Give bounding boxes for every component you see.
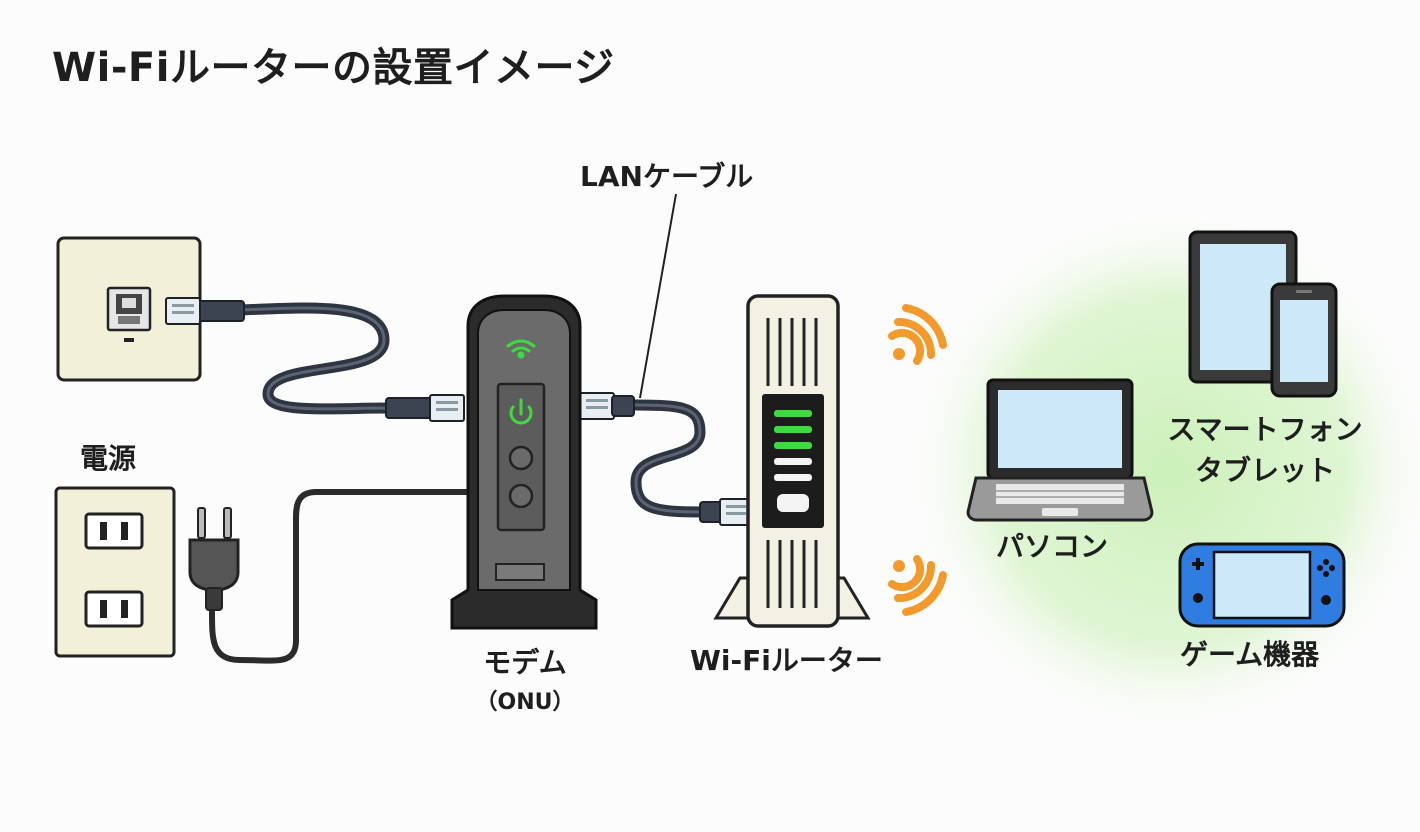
page-title: Wi-Fiルーターの設置イメージ (52, 45, 615, 91)
modem-sub-label: （ONU） (475, 690, 575, 715)
modem-icon (450, 294, 598, 630)
lan-connector-router (699, 498, 753, 526)
game-label: ゲーム機器 (1180, 638, 1320, 671)
pc-label: パソコン (996, 530, 1109, 563)
tablet-icon (1188, 230, 1298, 384)
smartphone-label-line2: タブレット (1194, 453, 1335, 487)
lan-cable-wall-to-modem (234, 302, 398, 415)
lan-connector-modem-in (385, 394, 465, 422)
power-outlet-icon (54, 486, 176, 658)
modem-wifi-led (506, 339, 536, 359)
smartphone-icon (1270, 282, 1338, 398)
modem-label: モデム (483, 646, 567, 679)
game-console-icon (1178, 542, 1346, 628)
laptop-icon (966, 378, 1154, 522)
smartphone-label-line1: スマートフォン (1167, 413, 1363, 446)
lan-wall-jack-icon (56, 236, 202, 382)
lan-cable-label: LANケーブル (580, 160, 754, 193)
power-led-icon (509, 398, 533, 425)
power-cable (209, 489, 471, 664)
lan-cable-callout-line (639, 193, 677, 399)
wifi-signal-icon-lower (888, 555, 947, 616)
power-label: 電源 (80, 442, 137, 475)
wifi-signal-icon (888, 304, 947, 365)
power-plug-icon (188, 507, 240, 611)
lan-connector-modem-out (579, 392, 635, 420)
lan-connector-wall (165, 297, 245, 325)
router-icon (713, 294, 871, 628)
smartphone-label: スマートフォン タブレット (1150, 410, 1380, 491)
router-label: Wi-Fiルーター (690, 644, 883, 677)
lan-cable-modem-to-router (616, 399, 718, 518)
